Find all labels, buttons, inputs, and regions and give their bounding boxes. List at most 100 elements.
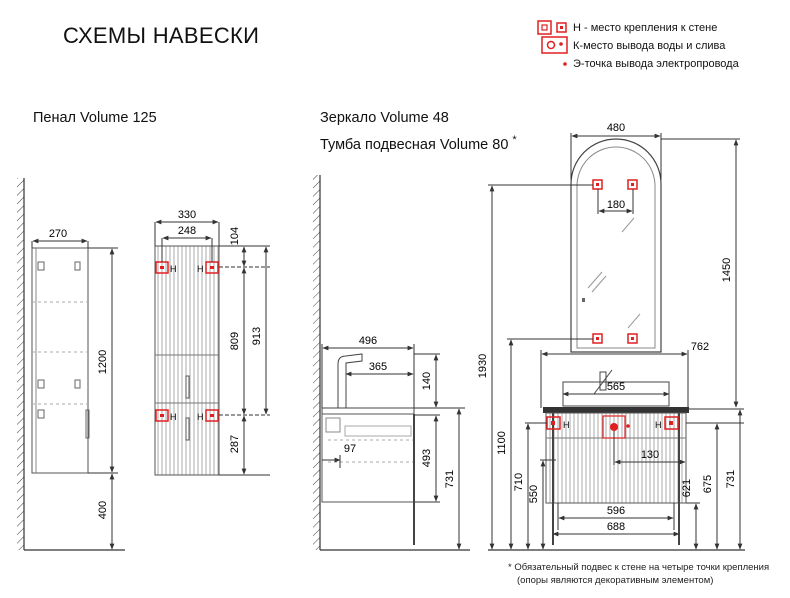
hinge-mark (74, 261, 81, 271)
cabinet-mount-points: Н Н (546, 415, 679, 439)
siphon-mark (325, 417, 341, 433)
penal-front-body (154, 245, 220, 476)
cabinet-side-view: 496 365 140 97 493 731 (313, 175, 470, 551)
penal-front-view: Н Н Н Н 330 248 104 809 287 913 (154, 209, 270, 476)
dim-1450: 1450 (721, 258, 733, 282)
mount-point-core (551, 421, 555, 425)
mount-point-core (669, 421, 673, 425)
mount-point-h (155, 409, 169, 422)
legend-h-small-core (560, 26, 563, 29)
mount-point-h (205, 409, 219, 422)
legend-h-small-icon (556, 22, 567, 33)
dim-913: 913 (251, 327, 263, 345)
dim-710: 710 (513, 473, 525, 491)
mirror-cabinet-front-view: 480 180 1450 762 565 Н (477, 122, 745, 551)
dim-1100: 1100 (496, 431, 508, 455)
dim-97: 97 (344, 443, 356, 455)
dim-493: 493 (421, 449, 433, 467)
mount-point-core (596, 337, 599, 340)
dim-248: 248 (178, 225, 196, 237)
legend-e: Э-точка вывода электропровода (573, 58, 739, 70)
section-penal: Пенал Volume 125 (33, 110, 157, 126)
mount-point-core (210, 266, 214, 269)
section-cabinet-label: Тумба подвесная Volume 80 (320, 136, 509, 153)
mirror-glare (621, 217, 635, 233)
footnote-mark: * (512, 134, 517, 146)
legend-k: К-место вывода воды и слива (573, 40, 726, 52)
countertop-front (543, 407, 689, 413)
mirror-dot (582, 298, 585, 302)
mount-label-h: Н (170, 264, 177, 274)
dim-365: 365 (369, 361, 387, 373)
dim-496: 496 (359, 335, 377, 347)
legend-k-drain (546, 40, 556, 50)
cabinet-side-body (321, 413, 415, 503)
mount-point-core (631, 183, 634, 186)
dim-140: 140 (421, 372, 433, 390)
section-mirror: Зеркало Volume 48 (320, 110, 449, 126)
legend-e-icon (563, 62, 567, 66)
hinge-mark (37, 409, 45, 419)
mount-label-h: Н (170, 412, 177, 422)
dim-688: 688 (607, 521, 625, 533)
dim-180: 180 (607, 199, 625, 211)
dim-565: 565 (607, 381, 625, 393)
mount-point-core (160, 266, 164, 269)
dim-1200: 1200 (97, 350, 109, 374)
dim-287: 287 (229, 435, 241, 453)
section-cabinet: Тумба подвесная Volume 80 * (320, 134, 517, 153)
faucet (337, 353, 363, 409)
wall-hatch (313, 175, 320, 550)
dim-809: 809 (229, 332, 241, 350)
mount-point-core (160, 414, 164, 417)
handle-front (185, 417, 190, 441)
dim-480: 480 (607, 122, 625, 134)
dim-762: 762 (691, 341, 709, 353)
faucet-front (599, 371, 607, 391)
dim-400: 400 (97, 501, 109, 519)
drain-point (610, 423, 618, 431)
handle-front (185, 375, 190, 399)
legend-h: Н - место крепления к стене (573, 22, 718, 34)
legend-icons (537, 20, 568, 66)
dim-621: 621 (681, 479, 693, 497)
wall-hatch (17, 178, 24, 550)
mirror-outer (570, 138, 662, 353)
mirror-glare (627, 313, 641, 329)
penal-side-body (31, 247, 89, 474)
mount-points-bottom: Н Н (155, 409, 219, 422)
legend-h-icon-core (541, 24, 548, 31)
dim-675: 675 (702, 475, 714, 493)
mount-point-h (664, 416, 679, 430)
electric-point (626, 424, 630, 428)
dim-270: 270 (49, 228, 67, 240)
mount-point-h (627, 333, 638, 344)
footnote-line1: * Обязательный подвес к стене на четыре … (508, 562, 770, 573)
page-title: СХЕМЫ НАВЕСКИ (63, 23, 260, 48)
dim-1930: 1930 (477, 354, 489, 378)
mount-points-top: Н Н (155, 261, 219, 274)
dim-330: 330 (178, 209, 196, 221)
mount-label-h: Н (197, 264, 204, 274)
mount-point-core (210, 414, 214, 417)
handle-side (85, 409, 90, 439)
legend-h-icon (537, 20, 552, 35)
mirror-inner (576, 146, 656, 349)
dim-550: 550 (528, 485, 540, 503)
mirror-glare (591, 275, 607, 293)
hinge-mark (37, 261, 45, 271)
dim-731: 731 (444, 470, 456, 488)
dim-731: 731 (725, 470, 737, 488)
drawer-inner (344, 425, 412, 437)
dim-130: 130 (641, 449, 659, 461)
hinge-mark (74, 379, 81, 389)
mount-label-h: Н (197, 412, 204, 422)
hinge-mark (37, 379, 45, 389)
legend-k-dot (559, 42, 563, 46)
dim-104: 104 (229, 227, 241, 245)
mount-label-h: Н (563, 420, 570, 430)
legend-k-icon (541, 36, 568, 54)
mount-point-core (631, 337, 634, 340)
